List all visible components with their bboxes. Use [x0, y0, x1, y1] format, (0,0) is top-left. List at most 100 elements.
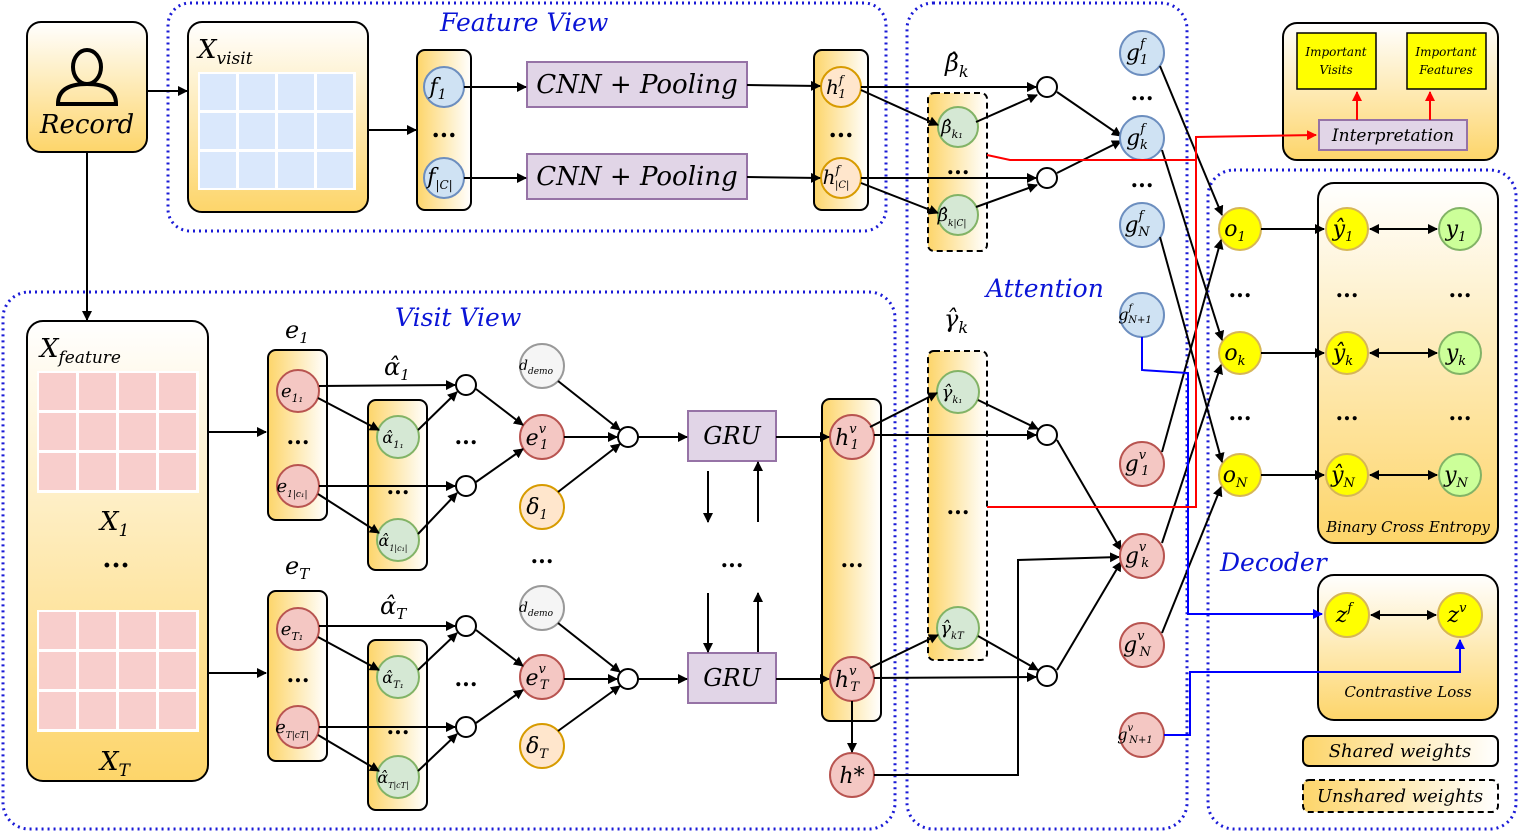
svg-text:hf|C|: hf|C| [823, 163, 850, 191]
contrastive-label: Contrastive Loss [1344, 683, 1472, 701]
eT-ellipsis: ... [287, 662, 310, 688]
svg-text:zv: zv [1447, 601, 1468, 628]
decoder-edges [1159, 65, 1438, 634]
svg-text:hvT: hvT [835, 664, 861, 695]
d-demo-T-node: ddemo [519, 585, 565, 631]
svg-text:evT: evT [525, 662, 549, 693]
e1-title: e1 [285, 316, 309, 347]
gamma-merge-node-2 [1036, 665, 1058, 687]
important-features-line2: Features [1418, 63, 1472, 77]
visit-view-edges [208, 380, 857, 772]
matrix-cell [79, 652, 116, 689]
x-feature-label: X [38, 334, 60, 364]
matrix-cell [159, 453, 196, 490]
gru-ellipsis: ... [721, 547, 744, 573]
x-visit-sub: visit [217, 49, 253, 69]
alpha-merge-1b [455, 475, 477, 497]
matrix-cell [239, 152, 275, 188]
alpha1-title: α̂1 [384, 353, 410, 384]
gamma-kT-node: γ̂kT [936, 606, 980, 650]
alpha-merge-Ta [455, 615, 477, 637]
matrix-cell [119, 413, 156, 450]
svg-text:gvk: gvk [1125, 540, 1149, 571]
x1-sub: 1 [119, 521, 130, 541]
svg-text:γ̂k₁: γ̂k₁ [942, 382, 963, 406]
matrix-cell [278, 113, 314, 149]
svg-text:δ1: δ1 [526, 495, 548, 523]
svg-text:gfN+1: gfN+1 [1118, 303, 1151, 326]
svg-text:δT: δT [526, 734, 549, 762]
record-box: Record [26, 21, 148, 153]
user-icon [55, 48, 119, 106]
x-visit-grid [200, 74, 353, 188]
beta-kc-node: β̂k|C| [937, 194, 979, 236]
important-features-line1: Important [1414, 45, 1476, 59]
gru-label-T: GRU [703, 664, 761, 692]
x-feature-ellipsis: ... [102, 544, 129, 574]
visit-mid-ellipsis: ... [531, 543, 554, 569]
cnn-pooling-label-1: CNN + Pooling [536, 70, 737, 100]
e1-ellipsis: ... [287, 424, 310, 450]
d-demo-1-node: ddemo [519, 343, 565, 389]
fc-node: f|C| [423, 157, 465, 199]
decoder-frame [1206, 168, 1518, 831]
matrix-cell [79, 413, 116, 450]
gamma-edges [869, 392, 1122, 776]
important-visits-box [1296, 32, 1377, 90]
hv-ellipsis: ... [841, 547, 864, 573]
svg-text:ev1: ev1 [526, 422, 549, 453]
matrix-cell [119, 612, 156, 649]
visit-view-title: Visit View [395, 303, 521, 332]
bce-label: Binary Cross Entropy [1325, 518, 1490, 536]
important-visits-line2: Visits [1319, 63, 1352, 77]
svg-text:X1: X1 [98, 507, 129, 541]
matrix-cell [159, 612, 196, 649]
alpha-merge-1a [455, 374, 477, 396]
beta-edges [860, 82, 1122, 215]
gamma-ellipsis: ... [947, 494, 970, 520]
alphaT-1-node: α̂T₁ [376, 655, 420, 699]
o-ellipsis-2: ... [1229, 400, 1252, 426]
matrix-cell [39, 612, 76, 649]
cnn-pooling-box-2 [526, 153, 748, 200]
matrix-cell [39, 373, 76, 410]
delta1-node: δ1 [519, 484, 565, 530]
svg-text:gf1: gf1 [1126, 37, 1148, 68]
record-label: Record [39, 110, 134, 140]
matrix-cell [278, 74, 314, 110]
merge-ellipsis-1: ... [455, 424, 478, 450]
y-ellipsis-1b: ... [1449, 277, 1472, 303]
matrix-cell [200, 113, 236, 149]
matrix-cell [79, 612, 116, 649]
yN-node: yN [1438, 453, 1482, 497]
matrix-cell [159, 652, 196, 689]
alpha-merge-Tb [455, 716, 477, 738]
svg-text:XT: XT [98, 747, 132, 781]
legend-shared-label: Shared weights [1329, 741, 1472, 762]
alpha1-c1-node: α̂1|c₁| [376, 518, 420, 562]
e1-c1-node: e1|c₁| [276, 464, 320, 508]
gru-input-merge-T [617, 668, 639, 690]
beta-k1-node: β̂k₁ [937, 106, 979, 148]
svg-text:gv1: gv1 [1125, 448, 1150, 479]
matrix-cell [119, 652, 156, 689]
yhatk-node: ŷk [1325, 331, 1369, 375]
svg-text:β̂k₁: β̂k₁ [940, 117, 962, 141]
zf-node: zf [1324, 592, 1370, 638]
beta-ellipsis: ... [947, 154, 970, 180]
gf-ellipsis-2: ... [1131, 167, 1154, 193]
matrix-cell [278, 152, 314, 188]
gru-box-T [687, 652, 777, 704]
matrix-cell [159, 373, 196, 410]
matrix-cell [39, 652, 76, 689]
merge-ellipsis-T: ... [455, 666, 478, 692]
svg-text:ddemo: ddemo [519, 358, 554, 377]
svg-text:h*: h* [839, 764, 864, 789]
